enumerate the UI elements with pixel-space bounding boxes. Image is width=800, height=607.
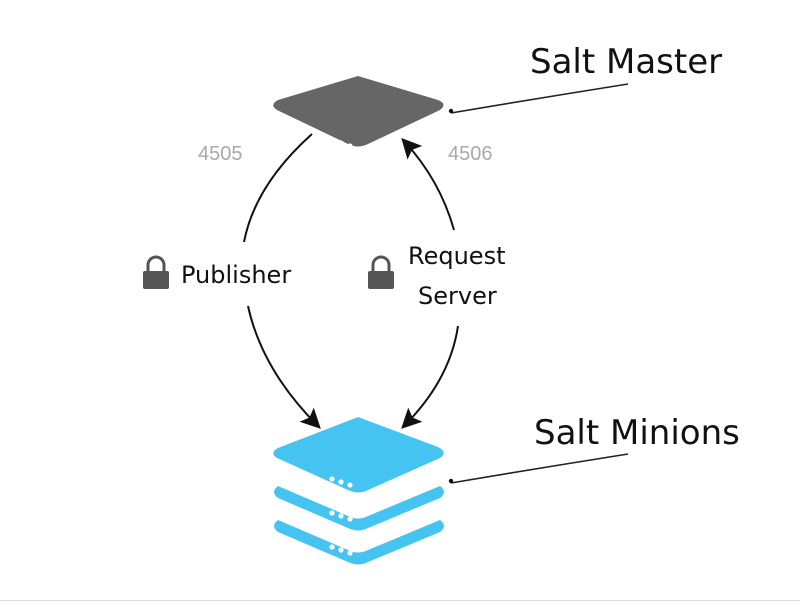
request-server-lock-icon — [368, 255, 394, 289]
salt-master-server-icon — [273, 76, 444, 149]
port-4505-label: 4505 — [198, 143, 243, 165]
salt-master-callout-line — [450, 83, 629, 114]
request-server-arrow — [401, 138, 455, 231]
salt-minions-title: Salt Minions — [534, 413, 740, 453]
publisher-connector-top — [243, 133, 313, 243]
salt-minions-callout-line — [450, 453, 629, 484]
publisher-arrow — [247, 305, 321, 429]
salt-minions-server-stack-icon — [273, 417, 444, 565]
port-4506-label: 4506 — [448, 143, 493, 165]
led-dot — [347, 143, 353, 149]
publisher-lock-icon — [143, 255, 169, 289]
led-dot — [329, 137, 335, 143]
request-server-label-line1: Request — [408, 242, 506, 270]
request-server-arrow-bottom — [401, 325, 459, 429]
bottom-divider — [0, 600, 800, 601]
salt-master-title: Salt Master — [530, 42, 722, 82]
request-server-label-line2: Server — [418, 282, 497, 310]
publisher-label: Publisher — [181, 261, 291, 289]
led-dot — [338, 140, 344, 146]
